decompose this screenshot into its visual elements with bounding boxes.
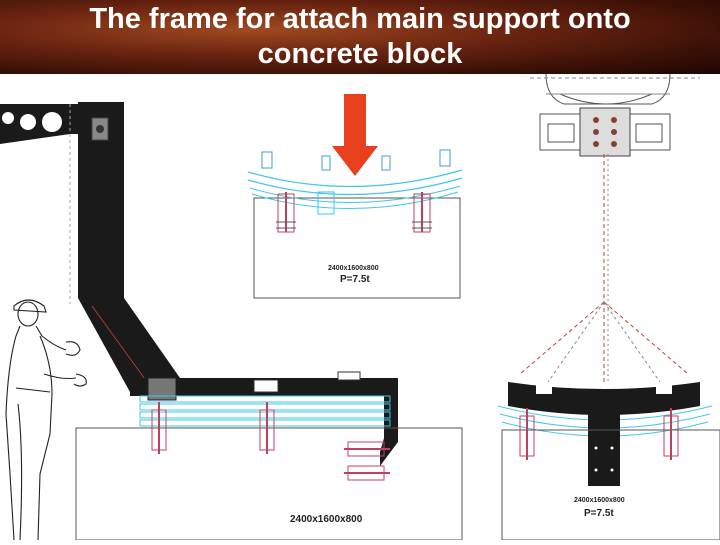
horizontal-bolt-assembly-1 bbox=[344, 441, 390, 457]
worker-figure bbox=[5, 299, 87, 541]
right-vertical-post bbox=[588, 396, 620, 486]
down-arrow-icon bbox=[332, 94, 378, 176]
slide-title: The frame for attach main support onto c… bbox=[89, 3, 631, 70]
top-concrete-block bbox=[253, 197, 461, 299]
horizontal-bolt-assembly-2 bbox=[344, 465, 390, 481]
left-block-size-label: 2400x1600x800 bbox=[290, 514, 363, 525]
right-load-label: P=7.5t bbox=[584, 508, 614, 519]
top-center-drawing: 2400x1600x800 P=7.5t bbox=[247, 149, 463, 299]
drawing-canvas: 2400x1600x800 P=7.5t bbox=[0, 73, 720, 541]
right-block-size-label: 2400x1600x800 bbox=[574, 497, 625, 504]
left-anchor-bolt-1 bbox=[151, 402, 167, 454]
top-load-label: P=7.5t bbox=[340, 274, 370, 285]
right-drawing: 2400x1600x800 P=7.5t bbox=[497, 73, 720, 541]
engineering-drawing: 2400x1600x800 P=7.5t bbox=[0, 73, 720, 541]
slide-header: The frame for attach main support onto c… bbox=[0, 0, 720, 74]
anchor-bolt-right bbox=[412, 192, 432, 233]
right-anchor-bolt-1 bbox=[519, 408, 535, 460]
top-block-size-label: 2400x1600x800 bbox=[328, 265, 379, 272]
left-drawing: 2400x1600x800 bbox=[0, 102, 463, 541]
left-concrete-block bbox=[75, 427, 463, 541]
anchor-bolt-left bbox=[276, 192, 296, 233]
left-anchor-bolt-2 bbox=[259, 402, 275, 454]
right-anchor-bolt-2 bbox=[663, 408, 679, 460]
